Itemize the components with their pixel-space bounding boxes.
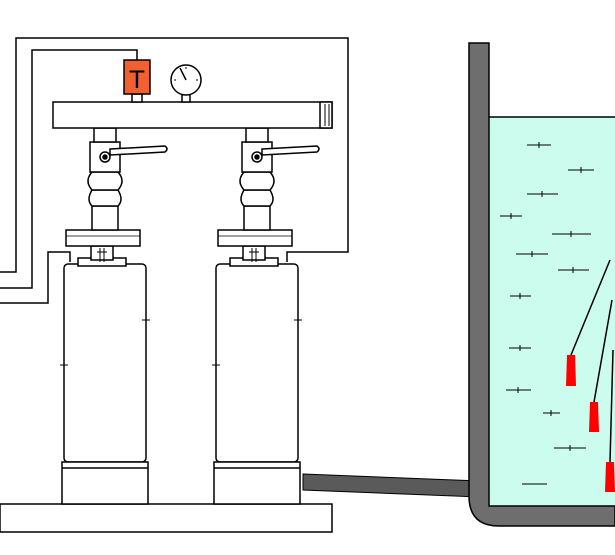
pump-motor-base	[213, 461, 301, 505]
ripple-ticks	[510, 142, 582, 451]
pump-1	[60, 263, 150, 505]
tank-wall	[468, 42, 615, 527]
base-slab	[0, 503, 333, 533]
float-switch-3	[605, 349, 615, 492]
pressure-sensor-icon: T	[123, 59, 151, 103]
header-manifold	[52, 101, 333, 129]
float-switch-2	[589, 299, 613, 432]
float-switch-1	[566, 259, 611, 386]
pump-2	[212, 263, 302, 505]
control-wiring	[0, 37, 349, 304]
pressure-gauge-icon	[170, 64, 202, 103]
pump-motor-base	[61, 461, 149, 505]
valve-1	[65, 127, 168, 267]
sensor-label: T	[129, 66, 145, 94]
pump-body	[63, 263, 147, 463]
tank	[468, 42, 615, 527]
valve-2	[217, 127, 320, 267]
float-switches	[566, 259, 615, 492]
tank-water	[489, 117, 615, 506]
pump-body	[215, 263, 299, 463]
